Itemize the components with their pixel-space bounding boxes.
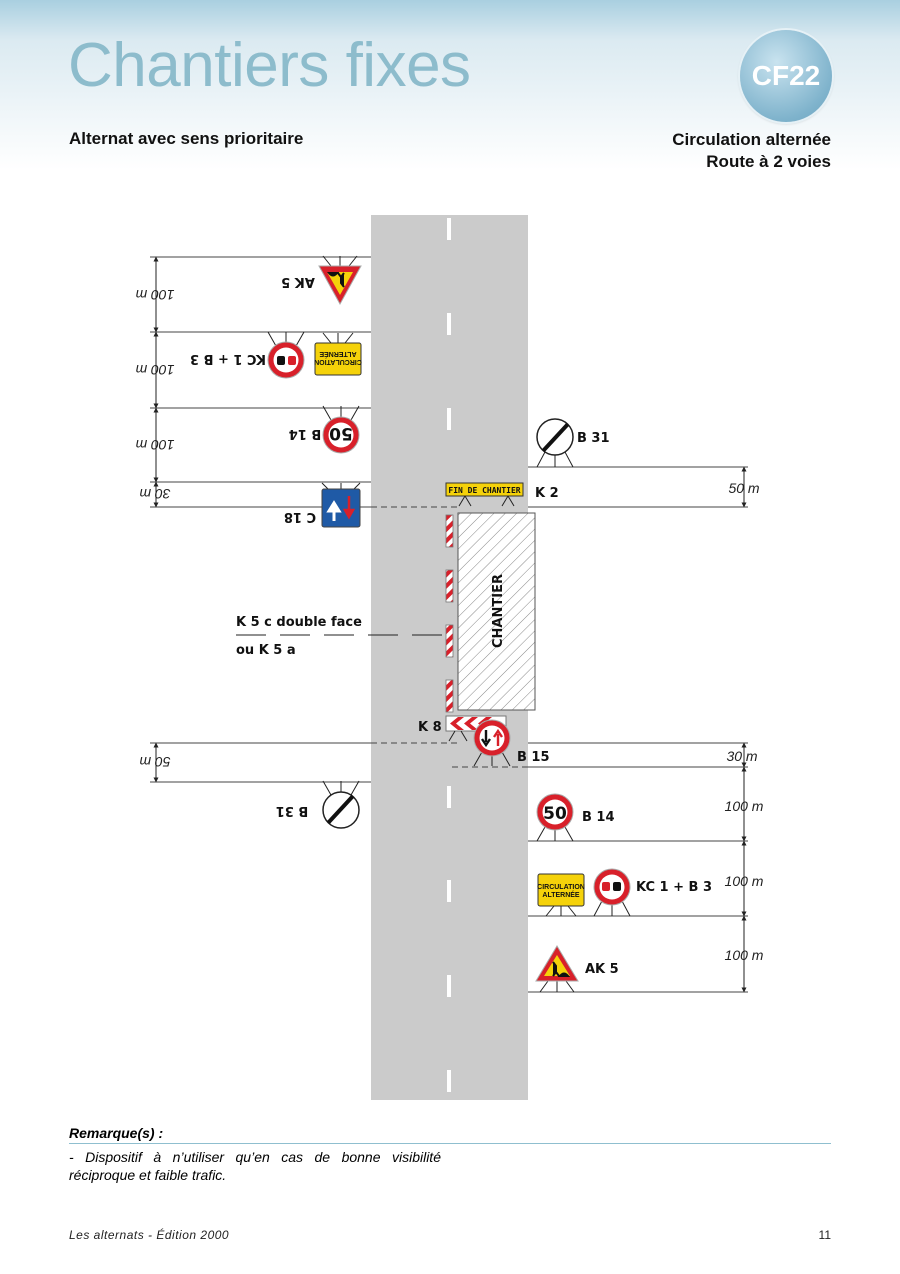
k5-label: K 5 c double face <box>236 615 362 630</box>
distance-label: 50 m <box>139 754 170 770</box>
left-circulation-alternee-panel: CIRCULATION ALTERNÉE <box>314 332 362 376</box>
panel-text-2: ALTERNÉE <box>542 890 580 899</box>
subtitle-right: Circulation alternée Route à 2 voies <box>672 129 831 173</box>
b31-end-restrictions-sign <box>536 418 574 468</box>
distance-label: 100 m <box>135 362 174 378</box>
kc1-b3-label: KC 1 + B 3 <box>636 880 712 895</box>
b14-label: B 14 <box>582 810 615 825</box>
work-zone-label: CHANTIER <box>491 574 506 648</box>
distance-label: 100 m <box>725 798 764 814</box>
remarks-text: - Dispositif à n’utiliser qu’en cas de b… <box>69 1149 441 1183</box>
k2-end-of-works-sign <box>445 482 524 507</box>
ak5-roadworks-sign <box>535 945 579 993</box>
left-b3-no-overtaking-sign <box>267 331 305 379</box>
left-b14-value: 50 <box>329 423 353 443</box>
center-line-dashes <box>447 218 451 1092</box>
left-c18-priority-sign <box>321 482 361 528</box>
circulation-alternee-panel <box>537 873 585 917</box>
b15-label: B 15 <box>517 750 550 765</box>
b14-value: 50 <box>543 804 567 824</box>
k2-label: K 2 <box>535 486 559 501</box>
distance-label: 100 m <box>725 873 764 889</box>
b31-label: B 31 <box>577 431 610 446</box>
page-number: 11 <box>818 1228 831 1242</box>
right-distance-labels: 50 m 30 m 100 m 100 m 100 m <box>725 480 764 963</box>
left-b31-end-restrictions-sign <box>322 780 360 829</box>
left-c18-label: C 18 <box>284 509 316 524</box>
panel-text-1: CIRCULATION <box>537 884 585 891</box>
k5-barriers <box>445 514 454 713</box>
subtitle-right-line-1: Circulation alternée <box>672 130 831 149</box>
work-zone <box>457 512 536 711</box>
distance-label: 100 m <box>135 437 174 453</box>
k5-alt-label: ou K 5 a <box>236 643 296 658</box>
k8-label: K 8 <box>418 720 442 735</box>
left-panel-text-1: CIRCULATION <box>314 358 362 365</box>
b14-speed-limit-sign <box>536 793 574 842</box>
distance-label: 50 m <box>728 480 759 496</box>
distance-label: 30 m <box>139 486 170 502</box>
left-ak5-label: AK 5 <box>281 274 315 289</box>
left-kc1-b3-label: KC 1 + B 3 <box>190 351 266 366</box>
subtitle-left: Alternat avec sens prioritaire <box>69 129 304 148</box>
distance-label: 30 m <box>726 748 757 764</box>
left-b14-label: B 14 <box>289 426 322 441</box>
distance-label: 100 m <box>725 947 764 963</box>
distance-label: 100 m <box>135 287 174 303</box>
remarks-divider <box>69 1143 831 1144</box>
footer-publication: Les alternats - Édition 2000 <box>69 1228 230 1242</box>
left-b31-label: B 31 <box>276 803 309 818</box>
b15-sign <box>473 719 511 767</box>
page-title: Chantiers fixes <box>68 31 471 100</box>
left-panel-text-2: ALTERNÉE <box>319 350 357 359</box>
left-distance-labels: 100 m 100 m 100 m 30 m 50 m <box>135 287 174 770</box>
k2-panel-text: FIN DE CHANTIER <box>448 486 520 495</box>
section-badge: CF22 <box>740 30 832 122</box>
dimension-arrows <box>153 256 747 993</box>
remarks-title: Remarque(s) : <box>69 1125 164 1141</box>
subtitle-right-line-2: Route à 2 voies <box>706 152 831 171</box>
left-ak5-roadworks-sign <box>318 255 362 306</box>
reference-lines <box>150 256 748 993</box>
b3-no-overtaking-sign <box>593 868 631 917</box>
ak5-label: AK 5 <box>585 962 619 977</box>
left-b14-speed-limit-sign: 50 <box>322 405 360 454</box>
